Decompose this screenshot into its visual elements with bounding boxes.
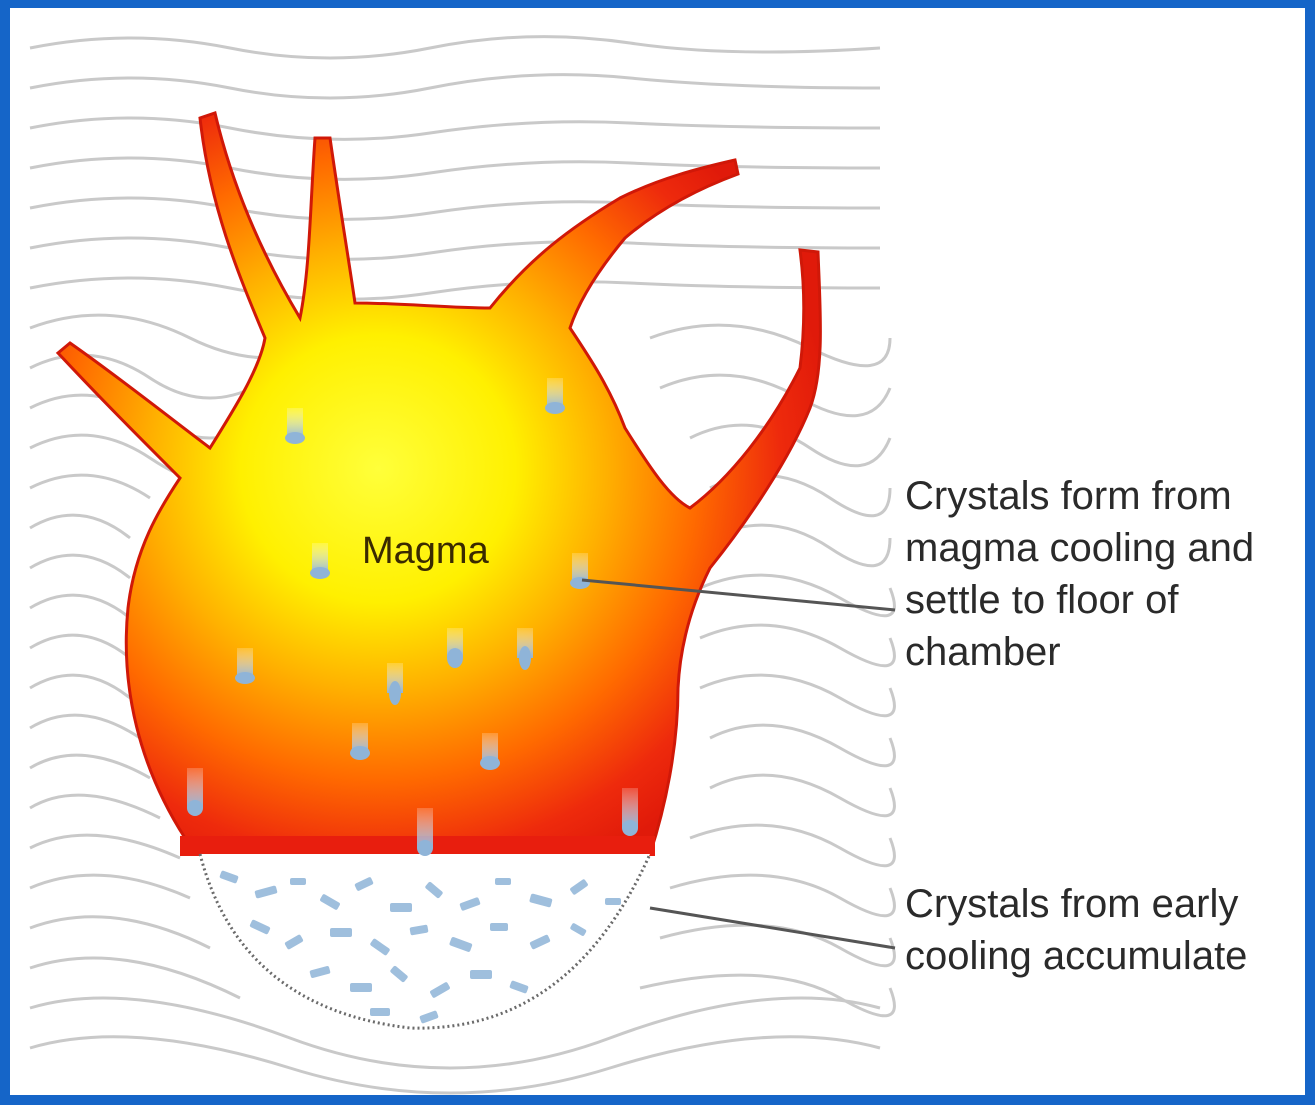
callout-crystals-form: Crystals form from magma cooling and set… xyxy=(905,470,1254,678)
diagram-panel: Magma Crystals form from magma cooling a… xyxy=(10,8,1305,1095)
magma-chamber xyxy=(58,113,820,854)
magma-label: Magma xyxy=(362,530,489,573)
callout-crystals-accumulate: Crystals from early cooling accumulate xyxy=(905,878,1247,982)
callout-2-leader xyxy=(650,908,895,948)
